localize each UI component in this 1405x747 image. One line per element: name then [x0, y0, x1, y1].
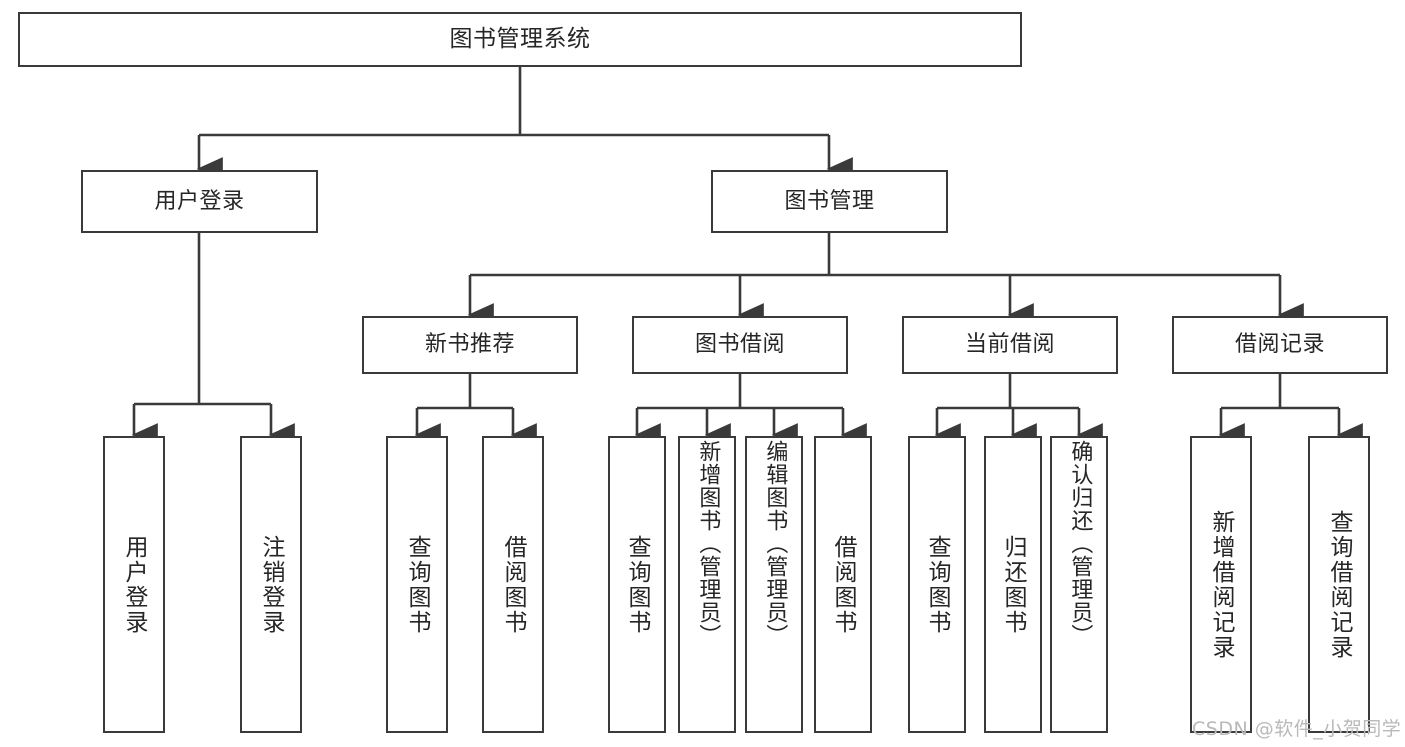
leaf-node[interactable]: 用户登录	[103, 436, 165, 733]
node-current-borrow[interactable]: 当前借阅	[902, 316, 1118, 374]
leaf-node-label: 归还图书	[1000, 534, 1027, 635]
leaf-node-label: 新增借阅记录	[1208, 509, 1235, 660]
node-borrow-record[interactable]: 借阅记录	[1172, 316, 1388, 374]
node-new-book-recommend-label: 新书推荐	[424, 332, 515, 358]
leaf-node-label: 查询图书	[624, 534, 651, 635]
node-root[interactable]: 图书管理系统	[18, 12, 1022, 67]
node-user-login-module[interactable]: 用户登录	[81, 170, 318, 233]
node-book-management-module-label: 图书管理	[784, 188, 875, 214]
node-user-login-module-label: 用户登录	[154, 188, 245, 214]
node-current-borrow-label: 当前借阅	[964, 332, 1055, 358]
leaf-node[interactable]: 查询借阅记录	[1308, 436, 1370, 733]
leaf-node[interactable]: 查询图书	[908, 436, 966, 733]
node-new-book-recommend[interactable]: 新书推荐	[362, 316, 578, 374]
node-book-borrow[interactable]: 图书借阅	[632, 316, 848, 374]
leaf-node-label: 新增图书（管理员）	[695, 440, 721, 647]
leaf-node-label: 确认归还（管理员）	[1067, 440, 1093, 647]
leaf-node[interactable]: 借阅图书	[482, 436, 544, 733]
leaf-node-label: 编辑图书（管理员）	[762, 440, 788, 647]
leaf-node[interactable]: 新增借阅记录	[1190, 436, 1252, 733]
leaf-node[interactable]: 查询图书	[608, 436, 666, 733]
leaf-node-label: 注销登录	[258, 534, 285, 635]
node-root-label: 图书管理系统	[449, 26, 591, 53]
node-book-management-module[interactable]: 图书管理	[711, 170, 948, 233]
leaf-node-label: 查询借阅记录	[1326, 509, 1353, 660]
leaf-node[interactable]: 查询图书	[386, 436, 448, 733]
leaf-node[interactable]: 归还图书	[984, 436, 1042, 733]
node-book-borrow-label: 图书借阅	[694, 332, 785, 358]
leaf-node-label: 查询图书	[924, 534, 951, 635]
leaf-node[interactable]: 注销登录	[240, 436, 302, 733]
watermark: CSDN @软件_小贺同学	[1192, 718, 1402, 740]
leaf-node[interactable]: 编辑图书（管理员）	[745, 436, 803, 733]
node-borrow-record-label: 借阅记录	[1234, 332, 1325, 358]
leaf-node-label: 用户登录	[121, 534, 148, 635]
leaf-node[interactable]: 新增图书（管理员）	[678, 436, 736, 733]
leaf-node-label: 借阅图书	[830, 534, 857, 635]
leaf-node[interactable]: 借阅图书	[814, 436, 872, 733]
leaf-node-label: 查询图书	[404, 534, 431, 635]
leaf-node-label: 借阅图书	[500, 534, 527, 635]
leaf-node[interactable]: 确认归还（管理员）	[1050, 436, 1108, 733]
